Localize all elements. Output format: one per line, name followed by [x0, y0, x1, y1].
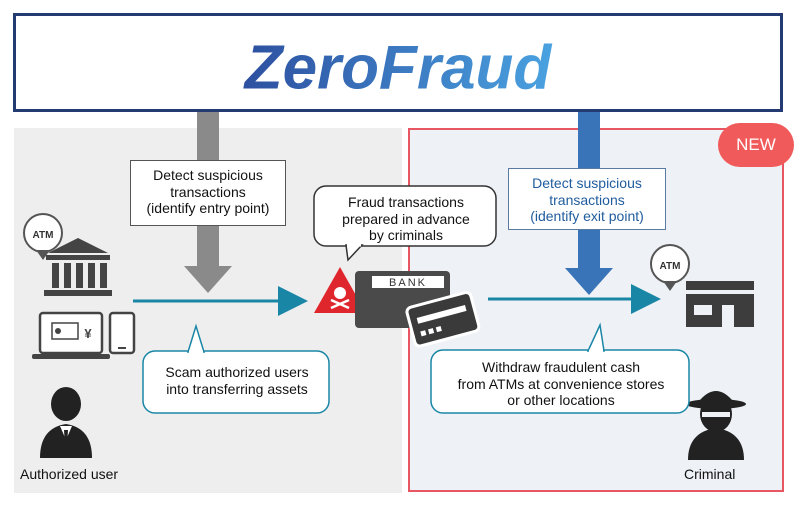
- bank-building-icon: [44, 238, 112, 296]
- svg-text:BANK: BANK: [389, 277, 427, 289]
- atm-badge-right-icon: ATM: [650, 244, 690, 291]
- fraud-prepared-text: Fraud transactions prepared in advance b…: [318, 194, 494, 244]
- entry-detect-box: Detect suspicious transactions (identify…: [130, 160, 286, 226]
- withdraw-line-3: or other locations: [507, 392, 615, 408]
- danger-warning-icon: [314, 267, 366, 313]
- scam-users-text: Scam authorized users into transferring …: [148, 364, 326, 397]
- authorized-user-icon: [40, 387, 92, 458]
- scam-users-line-2: into transferring assets: [166, 380, 308, 397]
- cash-card-icon: [405, 290, 481, 348]
- withdraw-bubble: [430, 322, 690, 414]
- exit-detect-line-1: Detect suspicious: [532, 175, 642, 191]
- entry-detect-line-2: transactions: [170, 183, 246, 200]
- fraud-prepared-line-2: prepared in advance: [342, 210, 470, 227]
- exit-detect-box: Detect suspicious transactions (identify…: [508, 168, 666, 230]
- atm-badge-left-icon: ATM: [23, 213, 63, 260]
- withdraw-text: Withdraw fraudulent cash from ATMs at co…: [436, 359, 686, 409]
- fraud-prepared-bubble: [313, 185, 497, 262]
- new-badge: NEW: [718, 123, 794, 167]
- scam-users-bubble: [142, 323, 330, 414]
- withdraw-line-1: Withdraw fraudulent cash: [482, 359, 640, 375]
- criminal-label: Criminal: [684, 466, 736, 482]
- svg-text:ATM: ATM: [33, 230, 54, 241]
- convenience-store-icon: [686, 281, 754, 327]
- laptop-icon: ¥: [32, 311, 110, 359]
- entry-detect-line-3: (identify entry point): [146, 200, 270, 216]
- fraud-prepared-line-1: Fraud transactions: [348, 194, 464, 210]
- entry-detect-line-1: Detect suspicious: [153, 167, 263, 183]
- header-banner: ZeroFraud: [13, 13, 783, 112]
- criminal-icon: [686, 391, 746, 460]
- exit-detect-line-2: transactions: [549, 191, 625, 208]
- withdraw-line-2: from ATMs at convenience stores: [457, 375, 665, 392]
- exit-detect-arrow: [565, 112, 613, 295]
- exit-detect-line-3: (identify exit point): [530, 208, 644, 224]
- logo-text: ZeroFraud: [243, 33, 553, 102]
- scam-users-line-1: Scam authorized users: [165, 364, 309, 380]
- entry-detect-arrow: [184, 112, 232, 293]
- svg-text:¥: ¥: [84, 326, 92, 341]
- authorized-user-label: Authorized user: [20, 466, 119, 482]
- smartphone-icon: [108, 311, 136, 355]
- fraud-prepared-line-3: by criminals: [369, 227, 443, 243]
- svg-text:ATM: ATM: [660, 261, 681, 272]
- zerofraud-logo: ZeroFraud: [243, 33, 553, 102]
